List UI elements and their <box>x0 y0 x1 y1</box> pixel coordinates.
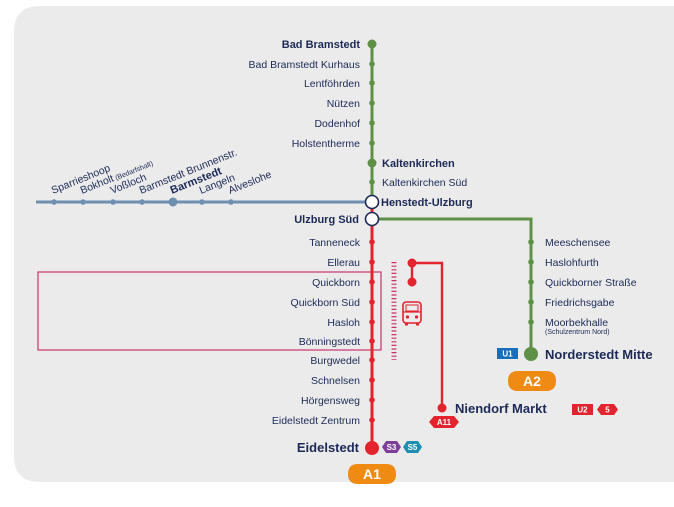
svg-text:S3: S3 <box>387 443 397 452</box>
station-label-kaltenkirchen: Kaltenkirchen <box>382 158 455 170</box>
norderstedt-terminus-dot <box>524 347 538 361</box>
station-dot-ellerau <box>369 259 375 265</box>
station-label-bad-bramstedt-kurhaus: Bad Bramstedt Kurhaus <box>249 59 360 71</box>
a1-line-badge: A1 <box>348 464 396 484</box>
station-label-burgwedel: Burgwedel <box>310 355 360 367</box>
svg-text:S5: S5 <box>408 443 418 452</box>
station-label-friedrichsgabe: Friedrichsgabe <box>545 297 615 309</box>
station-label-kaltenkirchen-s-d: Kaltenkirchen Süd <box>382 177 467 189</box>
station-dot-n-tzen <box>369 100 375 106</box>
station-label-moorbekhalle: Moorbekhalle <box>545 317 608 329</box>
svg-text:U2: U2 <box>577 406 588 415</box>
moorbekhalle-note: (Schulzentrum Nord) <box>545 329 610 336</box>
station-dot-kaltenkirchen-s-d <box>369 179 375 185</box>
station-label-tanneneck: Tanneneck <box>309 237 361 249</box>
svg-text:5: 5 <box>605 406 610 415</box>
station-dot-lentf-hrden <box>369 80 375 86</box>
station-dot-tanneneck <box>369 239 375 245</box>
station-dot-kaltenkirchen <box>367 158 377 168</box>
station-dot-haslohfurth <box>528 259 534 265</box>
station-dot-holstentherme <box>369 140 375 146</box>
niendorf-label: Niendorf Markt <box>455 401 547 416</box>
station-label-eidelstedt-zentrum: Eidelstedt Zentrum <box>272 415 360 427</box>
svg-text:A1: A1 <box>363 466 381 482</box>
u1-badge: U1 <box>497 348 518 359</box>
station-dot-friedrichsgabe <box>528 299 534 305</box>
station-dot-barmstedt-brunnenstr <box>139 199 145 205</box>
station-dot-eidelstedt-zentrum <box>369 417 375 423</box>
station-dot-quickborn <box>369 279 375 285</box>
map-background <box>14 6 674 482</box>
a2-line-badge: A2 <box>508 371 556 391</box>
station-dot-langeln <box>199 199 205 205</box>
station-label-quickborn-s-d: Quickborn Süd <box>291 297 361 309</box>
station-label-meeschensee: Meeschensee <box>545 237 611 249</box>
s3-badge: S3 <box>382 441 401 453</box>
station-dot-hasloh <box>369 319 375 325</box>
station-dot-bokholt <box>80 199 86 205</box>
station-label-ellerau: Ellerau <box>327 257 360 269</box>
station-label-quickborn: Quickborn <box>312 277 360 289</box>
station-label-h-rgensweg: Hörgensweg <box>301 395 360 407</box>
a11-line-badge: A11 <box>429 416 459 428</box>
highlight-frame <box>37 271 382 351</box>
svg-text:A2: A2 <box>523 373 541 389</box>
a11-line-track <box>412 261 444 408</box>
station-label-schnelsen: Schnelsen <box>311 375 360 387</box>
henstedt-ulzburg-junction <box>364 194 380 210</box>
station-label-quickborner-stra-e: Quickborner Straße <box>545 277 637 289</box>
station-dot-quickborn-s-d <box>369 299 375 305</box>
station-dot-b-nningstedt <box>369 338 375 344</box>
a11-spur-dot <box>407 277 417 287</box>
svg-text:U1: U1 <box>502 350 513 359</box>
station-label-bad-bramstedt: Bad Bramstedt <box>282 39 361 51</box>
eidelstedt-label: Eidelstedt <box>297 440 360 455</box>
s5-badge: S5 <box>403 441 422 453</box>
station-dot-bad-bramstedt <box>367 39 377 49</box>
station-dot-barmstedt <box>168 197 178 207</box>
station-label-b-nningstedt: Bönningstedt <box>299 336 360 348</box>
station-dot-bad-bramstedt-kurhaus <box>369 61 375 67</box>
bus5-badge: 5 <box>597 404 618 415</box>
station-label-n-tzen: Nützen <box>327 98 360 110</box>
a11-start-dot <box>407 258 417 268</box>
bus-icon <box>402 301 422 326</box>
station-label-dodenhof: Dodenhof <box>314 118 360 130</box>
station-dot-vo-loch <box>110 199 116 205</box>
u2-badge: U2 <box>572 404 593 415</box>
station-dot-h-rgensweg <box>369 397 375 403</box>
station-dot-meeschensee <box>528 239 534 245</box>
niendorf-terminus-dot <box>437 403 447 413</box>
station-label-hasloh: Hasloh <box>327 317 360 329</box>
station-dot-schnelsen <box>369 377 375 383</box>
station-dot-dodenhof <box>369 120 375 126</box>
station-label-holstentherme: Holstentherme <box>292 138 360 150</box>
station-dot-quickborner-stra-e <box>528 279 534 285</box>
station-dot-burgwedel <box>369 357 375 363</box>
station-dot-sparrieshoop <box>51 199 57 205</box>
a2-line-track <box>372 217 533 354</box>
station-dot-moorbekhalle <box>528 319 534 325</box>
svg-text:A11: A11 <box>437 418 452 427</box>
henstedt-ulzburg-label: Henstedt-Ulzburg <box>381 197 473 209</box>
station-label-haslohfurth: Haslohfurth <box>545 257 599 269</box>
station-label-lentf-hrden: Lentföhrden <box>304 78 360 90</box>
eidelstedt-terminus-dot <box>365 441 379 455</box>
ulzburg-sued-junction <box>364 211 380 227</box>
ulzburg-sued-label: Ulzburg Süd <box>294 214 359 226</box>
norderstedt-label: Norderstedt Mitte <box>545 347 653 362</box>
station-dot-alveslohe <box>228 199 234 205</box>
